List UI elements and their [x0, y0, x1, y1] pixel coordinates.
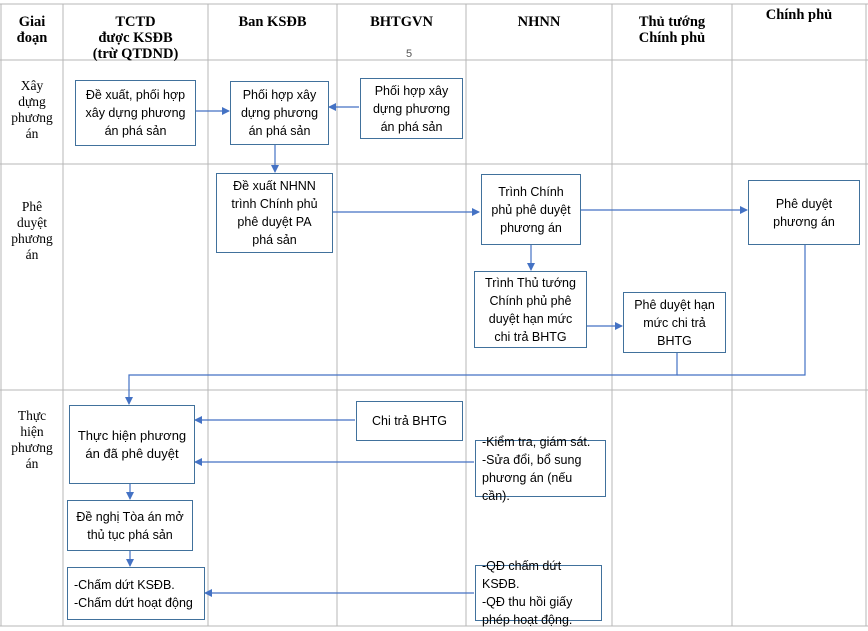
- box-ban-phoi-hop: Phối hợp xây dựng phương án phá sản: [230, 81, 329, 145]
- box-bhtg-phoi-hop: Phối hợp xây dựng phương án phá sản: [360, 78, 463, 139]
- header-ban-ksdb: Ban KSĐB: [238, 14, 307, 30]
- arrow-approval-to-execution: [677, 245, 806, 376]
- box-trinh-chinh-phu: Trình Chính phủ phê duyệt phương án: [481, 174, 581, 245]
- box-phe-duyet-phuong-an: Phê duyệt phương án: [748, 180, 860, 245]
- box-de-nghi-toa-an: Đề nghị Tòa án mở thủ tục phá sản: [67, 500, 193, 551]
- stage-thuc-hien: Thực hiện phương án: [11, 408, 53, 471]
- table-grid: [0, 3, 868, 627]
- header-bhtgvn: BHTGVN: [370, 14, 433, 30]
- box-kiem-tra-giam-sat: -Kiểm tra, giám sát. -Sửa đổi, bổ sung p…: [475, 435, 606, 503]
- box-de-xuat-phoi-hop: Đề xuất, phối hợp xây dựng phương án phá…: [75, 80, 196, 146]
- header-thu-tuong: Thủ tướng Chính phủ: [638, 14, 706, 46]
- stage-phe-duyet: Phê duyệt phương án: [11, 199, 53, 262]
- header-chinh-phu: Chính phủ: [765, 7, 833, 23]
- box-chi-tra-bhtg: Chi trả BHTG: [356, 401, 463, 441]
- box-de-xuat-nhnn: Đề xuất NHNN trình Chính phủ phê duyệt P…: [216, 173, 333, 253]
- box-thuc-hien-phuong-an: Thực hiện phương án đã phê duyệt: [69, 405, 195, 484]
- box-qd-cham-dut: -QĐ chấm dứt KSĐB. -QĐ thu hồi giấy phép…: [475, 559, 602, 627]
- box-phe-duyet-han-muc: Phê duyệt hạn mức chi trả BHTG: [623, 292, 726, 353]
- box-trinh-thu-tuong: Trình Thủ tướng Chính phủ phê duyệt hạn …: [474, 271, 587, 348]
- header-tctd: TCTD được KSĐB (trừ QTDND): [92, 14, 179, 62]
- arrow-b8-to-b10: [125, 353, 678, 405]
- header-nhnn: NHNN: [517, 14, 561, 30]
- header-stage: Giai đoạn: [16, 14, 48, 46]
- stage-xay-dung: Xây dựng phương án: [11, 78, 53, 141]
- box-cham-dut-hoat-dong: -Chấm dứt KSĐB. -Chấm dứt hoạt động: [67, 567, 205, 620]
- header-bhtgvn-note: 5: [406, 48, 413, 60]
